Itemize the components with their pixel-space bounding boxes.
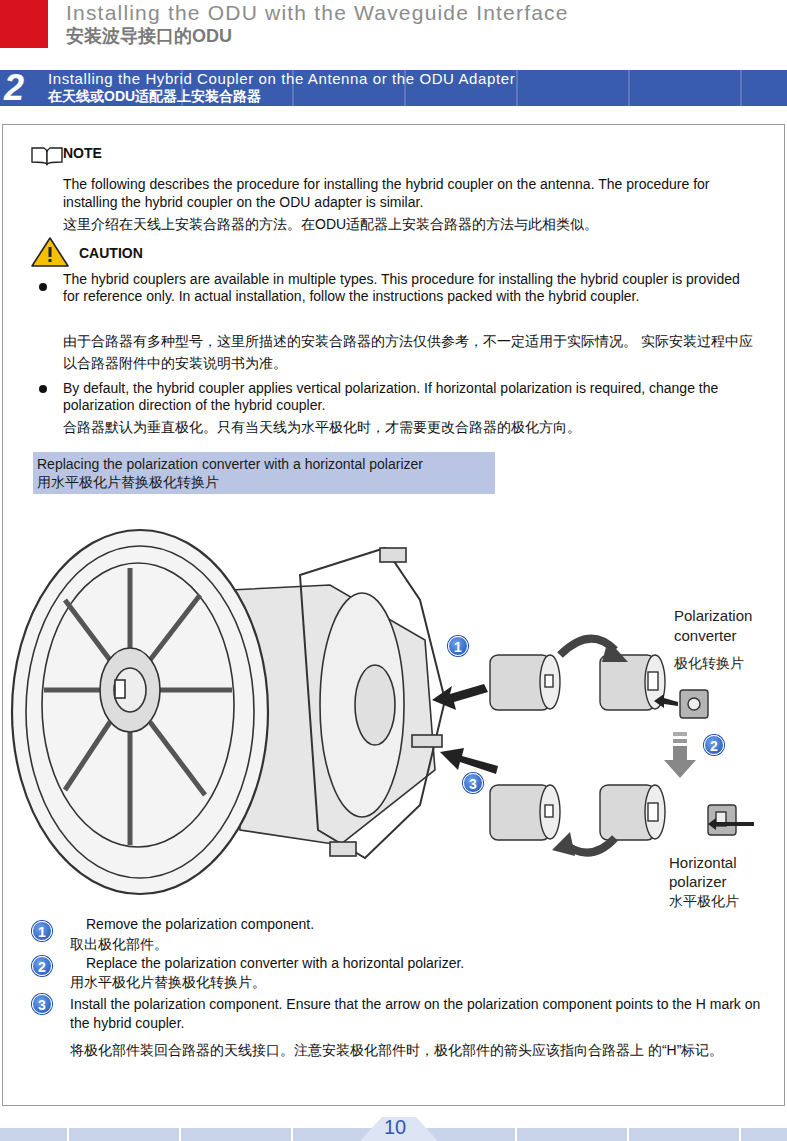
rotate-arrows <box>560 639 615 853</box>
node-text: 3 <box>464 774 482 794</box>
polarization-parts <box>490 655 736 840</box>
arrow-head <box>552 832 575 856</box>
section-heading-band: 2 Installing the Hybrid Coupler on the An… <box>0 70 787 106</box>
step-number: 1 <box>32 921 52 941</box>
arrow-head <box>602 640 628 662</box>
bullet <box>39 385 47 393</box>
node-text: NOTE <box>63 145 102 161</box>
callout-number: 3 <box>463 773 483 793</box>
node-text: 2 <box>705 736 723 756</box>
antenna-illustration <box>12 530 445 894</box>
node-text: Replacing the polarization converter wit… <box>37 455 491 473</box>
node-text: 2 <box>4 68 24 108</box>
text-label: 水平极化片 <box>669 893 739 911</box>
text-label: 取出极化部件。 <box>70 936 168 954</box>
install-arrow <box>440 748 498 774</box>
text-label: Polarization converter <box>674 606 782 646</box>
text-label: 极化转换片 <box>674 655 744 673</box>
callout-number: 1 <box>448 636 468 656</box>
text-label: Install the polarization component. Ensu… <box>70 995 770 1033</box>
note-icon <box>32 148 62 164</box>
node-text: 合路器默认为垂直极化。只有当天线为水平极化时，才需要更改合路器的极化方向。 <box>63 418 763 436</box>
node-text: The hybrid couplers are available in mul… <box>63 271 753 305</box>
page-number: 10 <box>384 1116 406 1139</box>
node-text: 这里介绍在天线上安装合路器的方法。在ODU适配器上安装合路器的方法与此相类似。 <box>63 215 753 233</box>
page-tab <box>360 1117 438 1141</box>
text-label: 将极化部件装回合路器的天线接口。注意安装极化部件时，极化部件的箭头应该指向合路器… <box>70 1038 760 1062</box>
subheading-band: Replacing the polarization converter wit… <box>33 452 495 494</box>
remove-arrow <box>432 684 488 710</box>
text-label: 安装波导接口的ODU <box>66 24 232 48</box>
node-text: 在天线或ODU适配器上安装合路器 <box>48 88 261 105</box>
caution-icon <box>32 238 68 266</box>
red-marker <box>0 0 48 48</box>
text-label: 用水平极化片替换极化转换片。 <box>70 974 266 992</box>
small-arrow <box>708 818 754 830</box>
small-arrow <box>654 694 678 708</box>
node-text: The following describes the procedure fo… <box>63 175 743 211</box>
step-number: 3 <box>32 994 52 1014</box>
node-text: By default, the hybrid coupler applies v… <box>63 380 763 414</box>
text-label: Remove the polarization component. <box>86 916 314 932</box>
node-text: 由于合路器有多种型号，这里所描述的安装合路器的方法仅供参考，不一定适用于实际情况… <box>63 330 753 374</box>
text-label: Replace the polarization converter with … <box>86 955 464 971</box>
replace-arrow <box>664 732 696 778</box>
section-band <box>0 70 787 106</box>
node-text: 1 <box>449 637 467 657</box>
step-number: 2 <box>32 956 52 976</box>
node-text: 用水平极化片替换极化转换片 <box>37 473 491 491</box>
node-text: 2 <box>33 957 51 977</box>
node-text: 3 <box>33 995 51 1015</box>
node-text: Installing the Hybrid Coupler on the Ant… <box>48 70 515 88</box>
callout-number: 2 <box>704 735 724 755</box>
text-label: Horizontal polarizer <box>669 853 769 891</box>
page-title: Installing the ODU with the Waveguide In… <box>66 1 569 25</box>
node-text: CAUTION <box>79 245 143 261</box>
bullet <box>39 283 47 291</box>
node-text: 1 <box>33 922 51 942</box>
